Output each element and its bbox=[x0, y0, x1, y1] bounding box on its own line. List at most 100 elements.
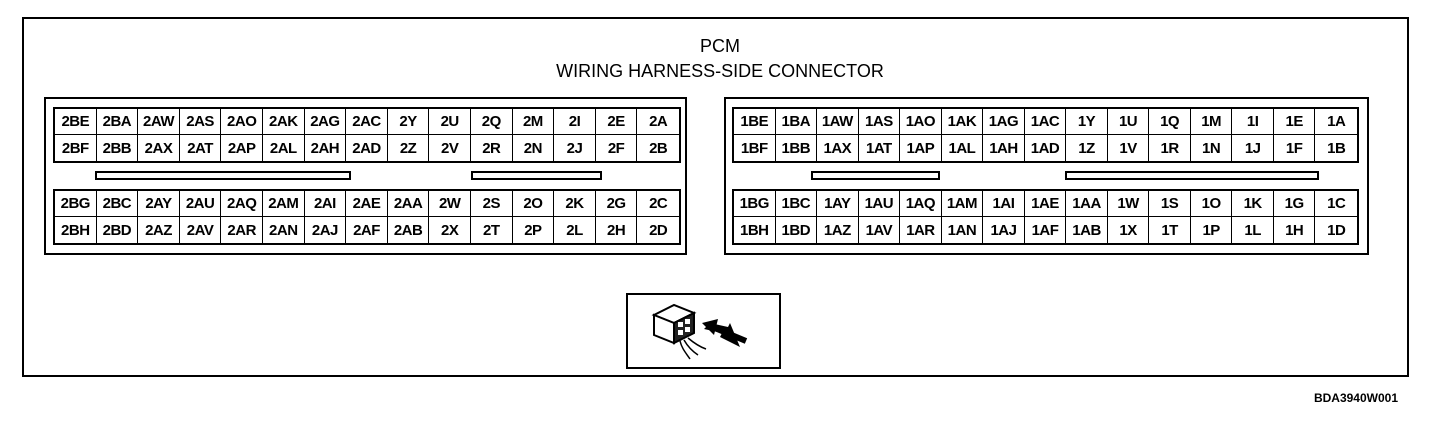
diagram-frame bbox=[22, 17, 1409, 377]
pin-cell: 2AT bbox=[180, 135, 222, 161]
pin-cell: 1T bbox=[1149, 217, 1191, 243]
pin-cell: 2W bbox=[429, 191, 471, 217]
pin-cell: 1AN bbox=[942, 217, 984, 243]
pin-cell: 1G bbox=[1273, 191, 1316, 217]
pin-cell: 2L bbox=[554, 217, 596, 243]
pin-cell: 2S bbox=[470, 191, 513, 217]
pin-cell: 1AH bbox=[983, 135, 1025, 161]
pin-cell: 1N bbox=[1191, 135, 1233, 161]
pin-cell: 2BE bbox=[55, 109, 97, 135]
pin-cell: 2P bbox=[513, 217, 555, 243]
pin-cell: 2Q bbox=[470, 109, 513, 135]
pin-cell: 2Z bbox=[388, 135, 430, 161]
connector-2-key-slot-left bbox=[95, 171, 351, 180]
pin-cell: 2BG bbox=[55, 191, 97, 217]
pin-cell: 2K bbox=[554, 191, 596, 217]
pin-cell: 2U bbox=[429, 109, 471, 135]
pin-cell: 1A bbox=[1315, 109, 1357, 135]
pin-cell: 2AH bbox=[305, 135, 347, 161]
pin-cell: 2AD bbox=[346, 135, 388, 161]
pin-cell: 1AZ bbox=[817, 217, 859, 243]
pin-cell: 2AW bbox=[138, 109, 180, 135]
pin-cell: 1AV bbox=[859, 217, 901, 243]
pin-cell: 1H bbox=[1274, 217, 1316, 243]
pin-cell: 2AV bbox=[180, 217, 222, 243]
pin-cell: 1B bbox=[1327, 139, 1346, 157]
pin-cell: 2M bbox=[512, 109, 555, 135]
pin-cell: 1AB bbox=[1066, 217, 1108, 243]
pin-cell: 2AG bbox=[304, 109, 347, 135]
pin-cell: 2AL bbox=[263, 135, 305, 161]
connector-1-housing bbox=[724, 97, 1369, 255]
figure-code: BDA3940W001 bbox=[1313, 391, 1398, 405]
pin-cell: 1AS bbox=[858, 109, 901, 135]
pin-cell: 2AJ bbox=[305, 217, 347, 243]
pin-cell: 2N bbox=[513, 135, 555, 161]
pin-cell: 2AE bbox=[346, 191, 388, 217]
pin-cell: 1AW bbox=[817, 109, 859, 135]
pin-cell: 1I bbox=[1232, 109, 1274, 135]
pin-cell: 1BA bbox=[775, 109, 818, 135]
pin-cell: 1M bbox=[1190, 109, 1233, 135]
pin-cell: 2AX bbox=[138, 135, 180, 161]
pin-cell: 2G bbox=[595, 191, 638, 217]
pin-cell: 1F bbox=[1274, 135, 1316, 161]
pin-cell: 1BF bbox=[734, 135, 776, 161]
diagram-title: PCM bbox=[700, 36, 740, 56]
pin-cell: 2AQ bbox=[221, 191, 263, 217]
pin-cell: 2E bbox=[595, 109, 638, 135]
connector-2-key-slot-right bbox=[471, 171, 602, 180]
pin-cell: 1C bbox=[1315, 191, 1357, 217]
pin-cell: 1BG bbox=[734, 191, 776, 217]
pin-cell: 2AZ bbox=[138, 217, 180, 243]
pin-cell: 2AB bbox=[388, 217, 430, 243]
pin-cell: 1BD bbox=[776, 217, 818, 243]
pin-cell: 2H bbox=[596, 217, 638, 243]
pin-cell: 2D bbox=[649, 221, 668, 239]
pin-cell: 1AX bbox=[817, 135, 859, 161]
pin-cell: 1Q bbox=[1149, 109, 1191, 135]
pin-cell: 2V bbox=[429, 135, 471, 161]
pin-cell: 1R bbox=[1149, 135, 1191, 161]
pin-cell: 1AU bbox=[858, 191, 901, 217]
pin-cell: 2AN bbox=[263, 217, 305, 243]
pin-cell: 1Y bbox=[1066, 109, 1108, 135]
connector-plug-arrow-icon bbox=[651, 303, 748, 360]
pin-cell: 1AC bbox=[1024, 109, 1067, 135]
pin-cell: 1AD bbox=[1025, 135, 1067, 161]
pin-cell: 1AE bbox=[1024, 191, 1067, 217]
pin-cell: 1V bbox=[1108, 135, 1150, 161]
pin-cell: 1D bbox=[1327, 221, 1346, 239]
pin-cell: 1AL bbox=[942, 135, 984, 161]
pin-cell: 2AS bbox=[179, 109, 222, 135]
connector-1-key-slot-left bbox=[811, 171, 940, 180]
pin-cell: 1AK bbox=[941, 109, 984, 135]
connector-view-box bbox=[626, 293, 781, 369]
pin-cell: 1W bbox=[1107, 191, 1150, 217]
pin-cell: 2C bbox=[637, 191, 679, 217]
pin-cell: 2AF bbox=[346, 217, 388, 243]
pin-cell: 1AO bbox=[900, 109, 942, 135]
pin-cell: 2AC bbox=[346, 109, 388, 135]
pin-cell: 1J bbox=[1232, 135, 1274, 161]
pin-cell: 2T bbox=[471, 217, 513, 243]
diagram-subtitle: WIRING HARNESS-SIDE CONNECTOR bbox=[556, 61, 884, 81]
pin-cell: 1BB bbox=[776, 135, 818, 161]
pin-cell: 1AM bbox=[941, 191, 984, 217]
pin-cell: 2F bbox=[596, 135, 638, 161]
pin-cell: 1AG bbox=[983, 109, 1025, 135]
pin-cell: 2O bbox=[512, 191, 555, 217]
pin-cell: 1BH bbox=[734, 217, 776, 243]
pin-cell: 1BC bbox=[775, 191, 818, 217]
pin-cell: 2AO bbox=[221, 109, 263, 135]
pin-cell: 1AI bbox=[983, 191, 1025, 217]
pin-cell: 1O bbox=[1190, 191, 1233, 217]
pin-cell: 1L bbox=[1232, 217, 1274, 243]
pin-cell: 2AA bbox=[387, 191, 430, 217]
pin-cell: 1AR bbox=[900, 217, 942, 243]
pin-cell: 2AK bbox=[262, 109, 305, 135]
